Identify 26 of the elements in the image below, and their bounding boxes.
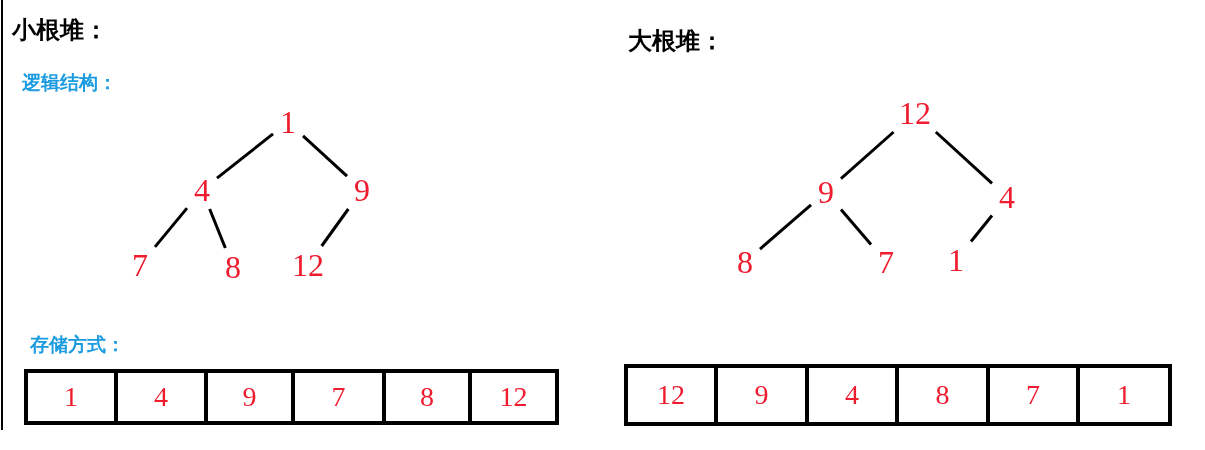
tree-node-number: 9 <box>349 173 375 207</box>
section-label: 逻辑结构： <box>22 70 117 95</box>
heading: 小根堆： <box>12 14 108 46</box>
tree-node-number: 4 <box>994 180 1020 214</box>
tree-edge <box>839 208 873 246</box>
tree-node-number: 1 <box>275 105 301 139</box>
tree-edge <box>759 203 812 251</box>
tree-node-number: 1 <box>943 243 969 277</box>
tree-node-number: 8 <box>732 245 758 279</box>
tree-node-number: 12 <box>288 248 328 282</box>
tree-edge <box>216 132 274 180</box>
section-label: 存储方式： <box>30 332 125 357</box>
tree-edge <box>969 214 994 243</box>
tree-edge <box>302 134 348 178</box>
tree-node-number: 12 <box>895 96 935 130</box>
tree-edge <box>320 208 350 247</box>
tree-node-number: 7 <box>873 245 899 279</box>
tree-node-number: 9 <box>813 175 839 209</box>
tree-edge <box>153 207 189 248</box>
tree-node-number: 8 <box>220 250 246 284</box>
tree-edge <box>208 208 227 249</box>
tree-node-number: 7 <box>127 248 153 282</box>
tree-edge <box>840 130 895 180</box>
tree-edge <box>934 130 993 185</box>
tree-node-number: 4 <box>189 173 215 207</box>
heading: 大根堆： <box>628 25 724 57</box>
